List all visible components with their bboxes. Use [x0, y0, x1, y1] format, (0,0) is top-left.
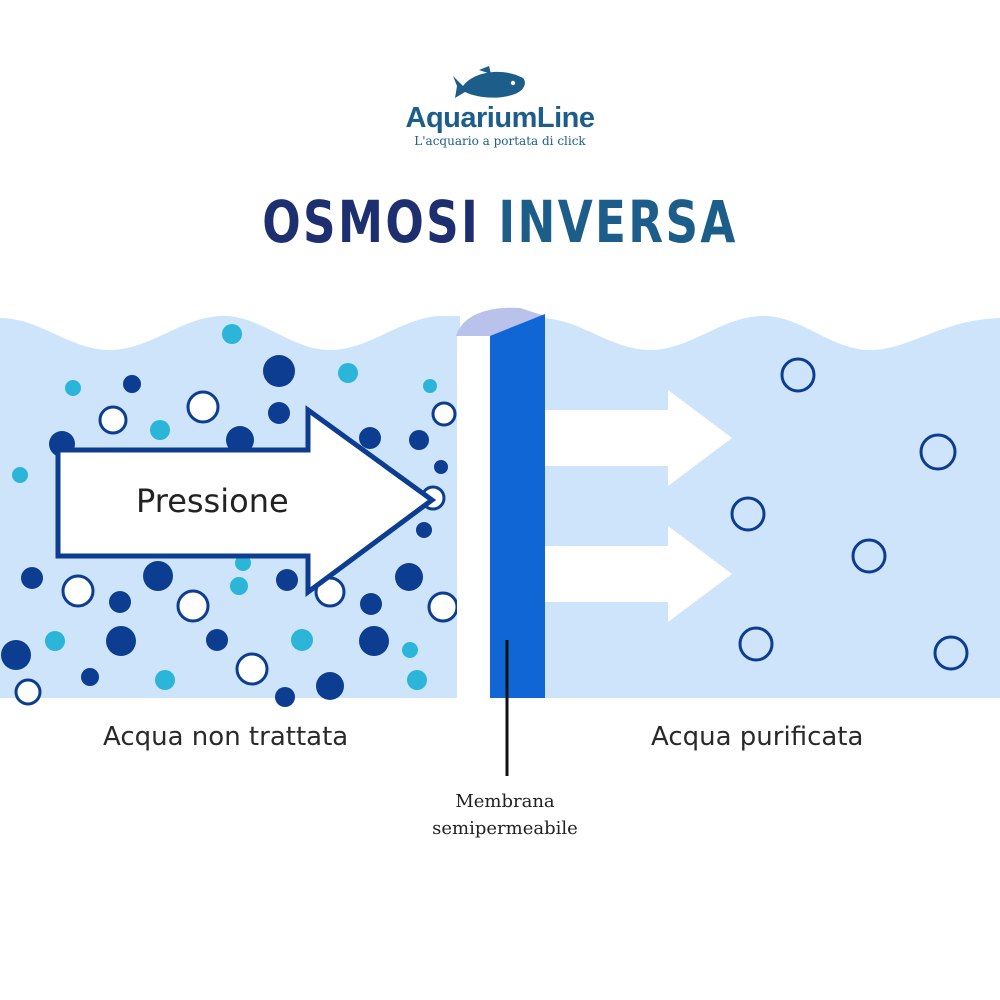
- ring-particle: [98, 405, 128, 435]
- brand-tagline: L'acquario a portata di click: [414, 134, 586, 148]
- ring-particle: [235, 652, 269, 686]
- contaminant-particle: [434, 460, 448, 474]
- flow-arrow-bottom: [545, 526, 732, 622]
- contaminant-particles: [1, 324, 459, 707]
- contaminant-particle: [150, 420, 170, 440]
- contaminant-particle: [123, 375, 141, 393]
- brand-name: AquariumLine: [405, 102, 595, 134]
- water-molecule: [933, 635, 969, 671]
- ring-particle: [14, 678, 42, 706]
- contaminant-particle: [423, 379, 437, 393]
- contaminant-particle: [81, 668, 99, 686]
- contaminant-particle: [106, 626, 136, 656]
- purified-particles: [730, 357, 969, 671]
- contaminant-particle: [360, 593, 382, 615]
- water-molecule: [851, 538, 887, 574]
- contaminant-particle: [395, 563, 423, 591]
- contaminant-particle: [407, 670, 427, 690]
- ring-particle: [176, 589, 210, 623]
- membrane-label: Membrana semipermeabile: [405, 788, 605, 842]
- contaminant-particle: [65, 380, 81, 396]
- title-word-1: OSMOSI: [262, 188, 481, 256]
- membrane: [456, 307, 545, 698]
- contaminant-particle: [21, 567, 43, 589]
- contaminant-particle: [276, 569, 298, 591]
- ring-particle: [427, 591, 459, 623]
- water-molecule: [730, 496, 766, 532]
- contaminant-particle: [268, 402, 290, 424]
- contaminant-particle: [235, 555, 251, 571]
- contaminant-particle: [409, 430, 429, 450]
- contaminant-particle: [12, 467, 28, 483]
- title-word-2: INVERSA: [498, 188, 738, 256]
- membrane-label-line-1: Membrana: [455, 791, 555, 812]
- purified-water-area: [540, 315, 1000, 698]
- membrane-label-line-2: semipermeabile: [432, 818, 578, 839]
- contaminant-particle: [109, 591, 131, 613]
- contaminant-particle: [222, 324, 242, 344]
- contaminant-particle: [402, 642, 418, 658]
- contaminant-particle: [45, 631, 65, 651]
- contaminant-particle: [416, 522, 432, 538]
- contaminant-particle: [291, 629, 313, 651]
- page-title: OSMOSI INVERSA: [110, 188, 890, 256]
- contaminant-particle: [316, 672, 344, 700]
- fish-icon: [453, 66, 525, 98]
- contaminant-particle: [263, 355, 295, 387]
- pressure-arrow: [55, 405, 437, 597]
- contaminant-particle: [230, 577, 248, 595]
- contaminant-particle: [206, 629, 228, 651]
- pressure-label: Pressione: [136, 482, 289, 520]
- flow-arrow-top: [545, 390, 732, 486]
- contaminant-particle: [155, 670, 175, 690]
- untreated-water-label: Acqua non trattata: [103, 722, 349, 752]
- water-molecule: [738, 626, 774, 662]
- contaminant-particle: [275, 687, 295, 707]
- ring-particle: [186, 390, 220, 424]
- ring-particle: [431, 401, 457, 427]
- water-molecule: [780, 357, 816, 393]
- contaminant-particle: [359, 427, 381, 449]
- water-molecule: [919, 433, 957, 471]
- contaminant-particle: [1, 640, 31, 670]
- purified-water-label: Acqua purificata: [651, 722, 864, 752]
- contaminant-particle: [143, 561, 173, 591]
- contaminant-particle: [338, 363, 358, 383]
- contaminant-particle: [226, 426, 254, 454]
- ring-particle: [61, 574, 95, 608]
- contaminant-particle: [359, 626, 389, 656]
